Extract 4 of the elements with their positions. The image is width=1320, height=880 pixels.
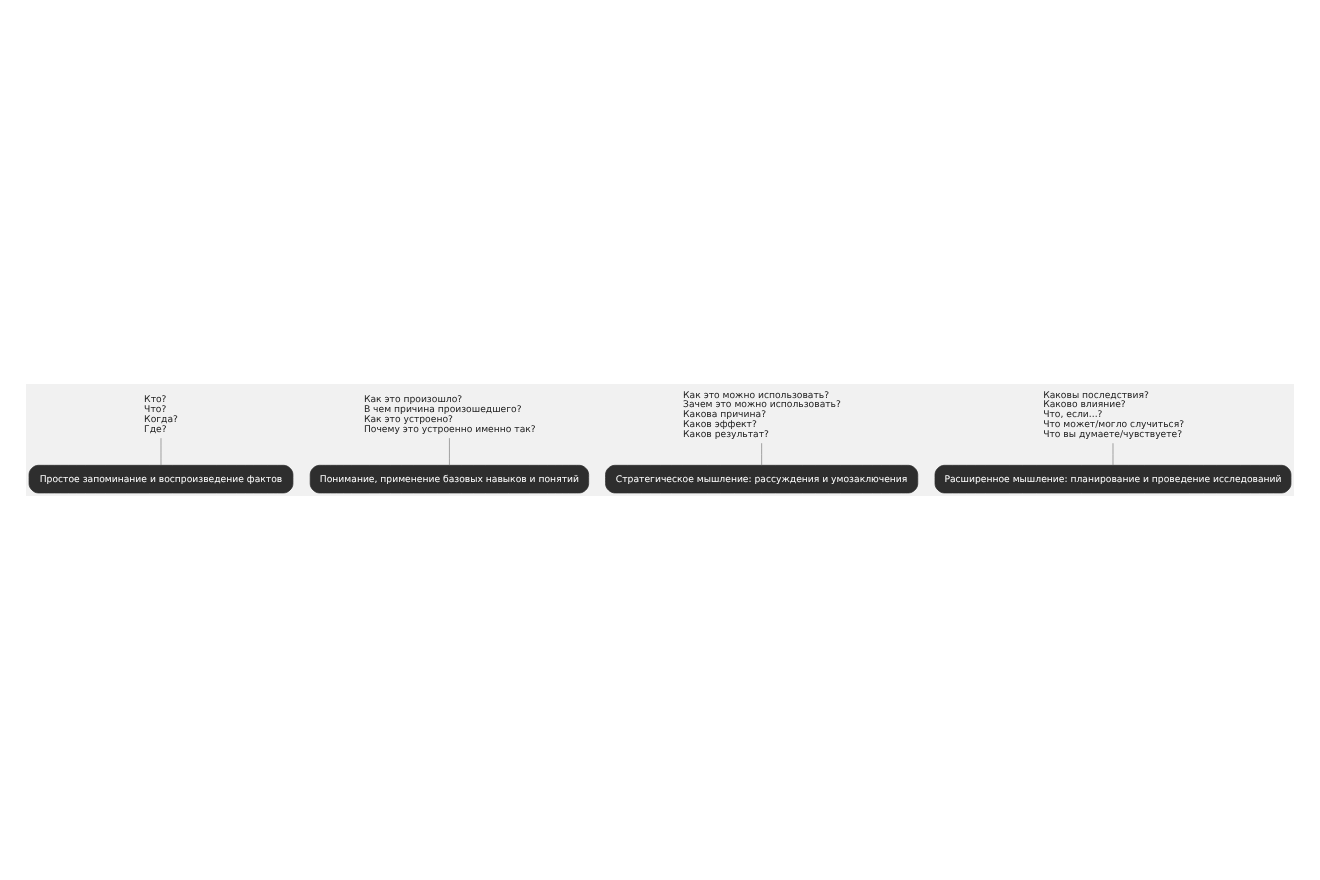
connector — [160, 437, 162, 466]
connector — [1112, 442, 1114, 466]
connector — [449, 437, 450, 466]
connector — [761, 442, 763, 466]
